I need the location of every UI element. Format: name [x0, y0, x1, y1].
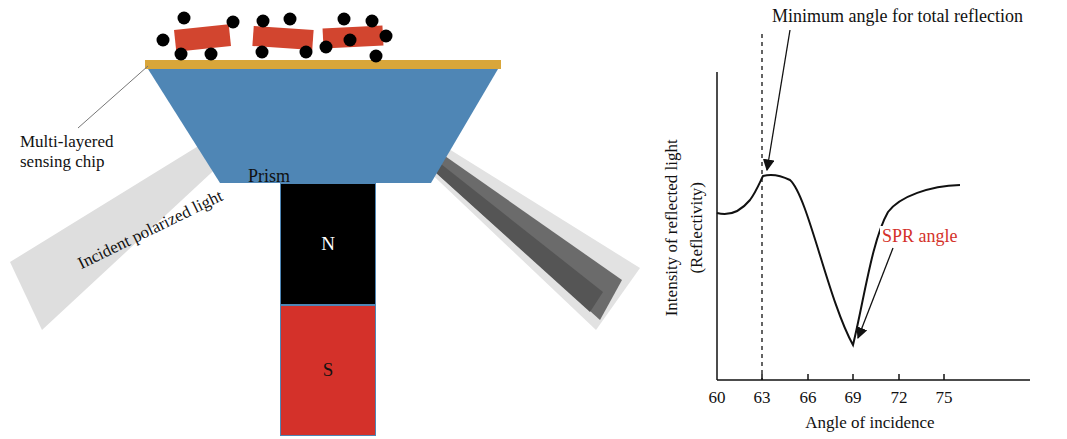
- chip-label: Multi-layered sensing chip: [20, 132, 145, 171]
- annotation-label: SPR angle: [880, 226, 960, 247]
- prism-shape: [145, 69, 501, 183]
- magnet-south-label: S: [323, 360, 334, 381]
- magnet-south: S: [280, 305, 376, 436]
- tick-label: 60: [709, 388, 726, 408]
- axis-title: (Reflectivity): [687, 182, 707, 274]
- tick-label: 63: [754, 388, 771, 408]
- magnet-north-label: N: [321, 234, 335, 255]
- axis-title: Angle of incidence: [805, 413, 934, 433]
- magnet-north: N: [280, 183, 376, 305]
- particles: [157, 12, 393, 63]
- tick-label: 69: [845, 388, 862, 408]
- annotation-label: Minimum angle for total reflection: [770, 6, 1025, 27]
- prism: Prism: [145, 69, 501, 183]
- axis-title: Intensity of reflected light: [662, 139, 682, 316]
- sensing-chip: [145, 60, 501, 69]
- annotation-arrow: [767, 30, 790, 170]
- leader-line: [78, 66, 148, 128]
- annotation-arrow: [858, 248, 893, 338]
- chart-axes: [717, 72, 1030, 380]
- dashed-line: [761, 34, 762, 380]
- reflectivity-curve: [717, 175, 960, 345]
- tick-label: 75: [936, 388, 953, 408]
- tick-label: 72: [891, 388, 908, 408]
- tick-label: 66: [800, 388, 817, 408]
